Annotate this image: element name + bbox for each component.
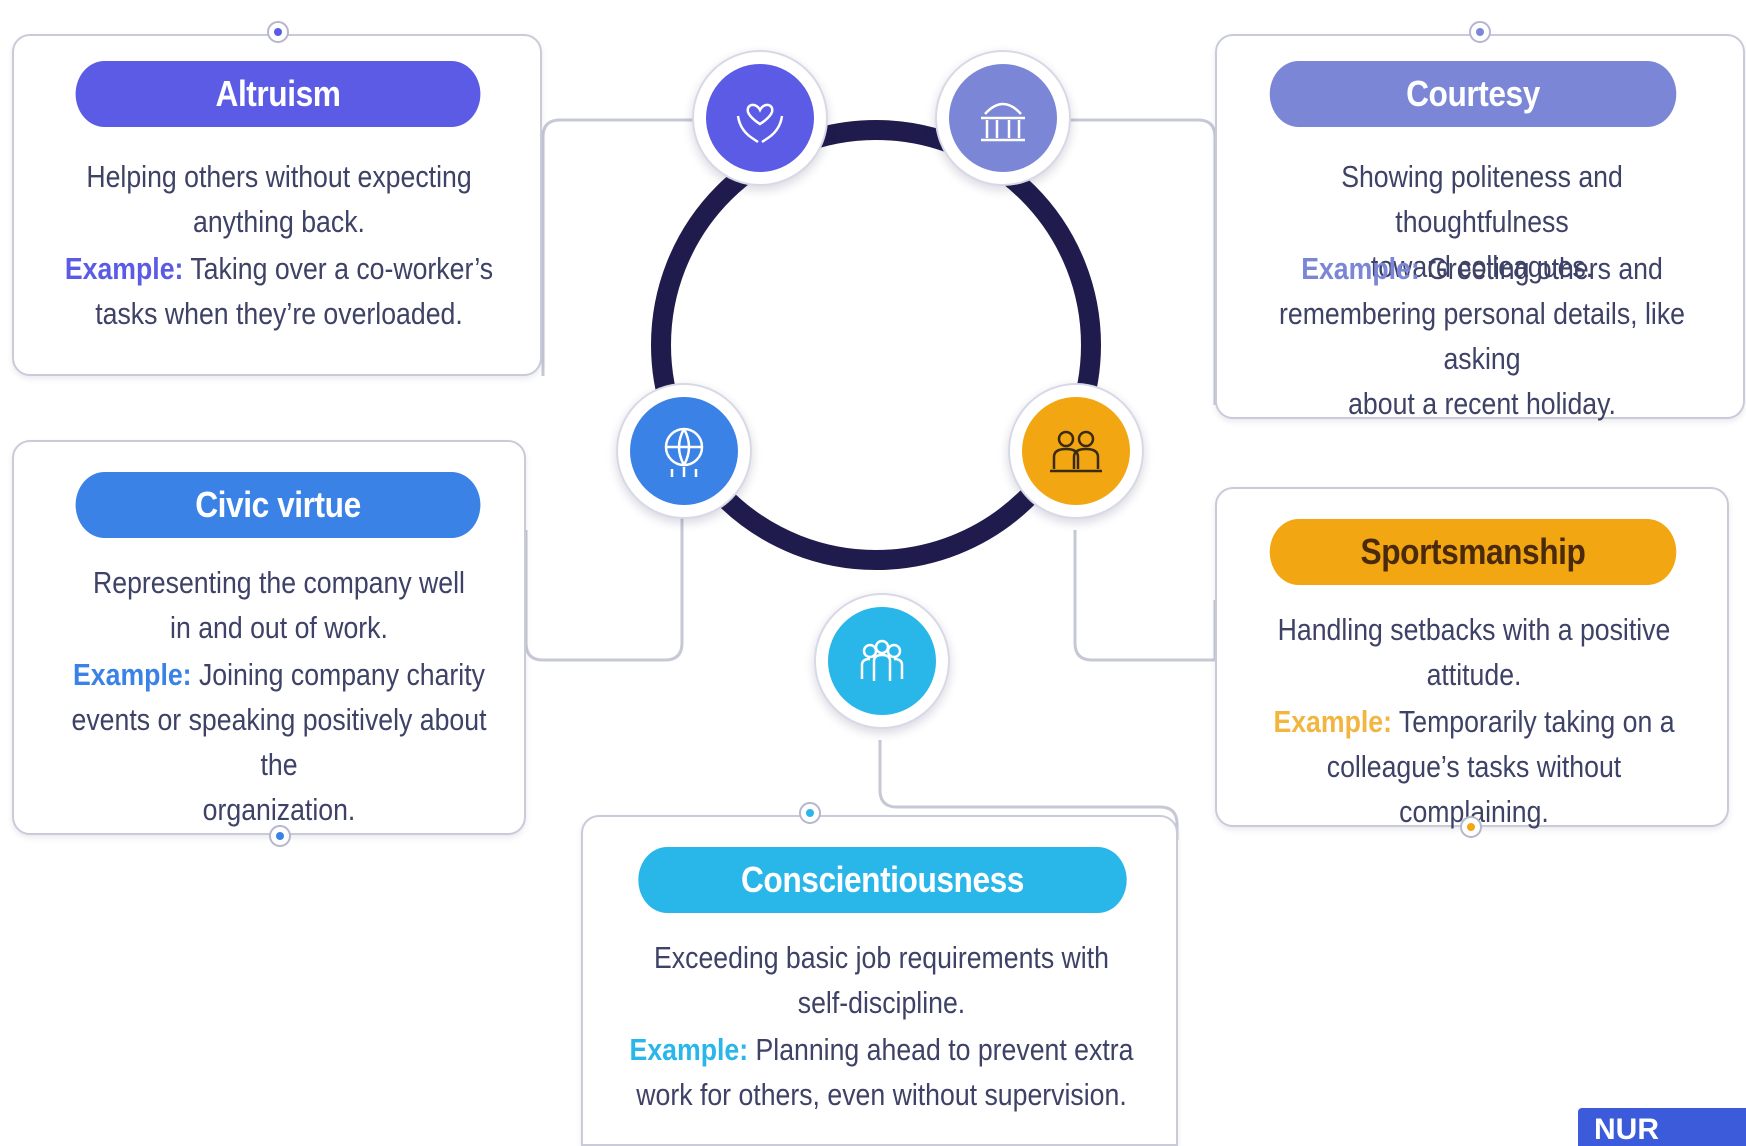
connector-altruism	[541, 118, 703, 376]
civic-virtue-example: Example: Joining company charity events …	[51, 652, 507, 832]
handshake-people-icon	[949, 64, 1057, 172]
altruism-title: Altruism	[75, 61, 481, 127]
altruism-description: Helping others without expecting anythin…	[51, 154, 507, 244]
courtesy-anchor-dot	[1469, 21, 1491, 43]
group-people-icon	[828, 607, 936, 715]
conscientiousness-example: Example: Planning ahead to prevent extra…	[625, 1027, 1138, 1117]
sportsmanship-desc-line-1: Handling setbacks with a positive	[1277, 612, 1671, 647]
courtesy-title: Courtesy	[1269, 61, 1677, 127]
conscientiousness-example-line-2: work for others, even without supervisio…	[636, 1077, 1127, 1112]
civic-virtue-desc-line-1: Representing the company well	[93, 565, 465, 600]
civic-virtue-example-line-2: events or speaking positively about the	[71, 702, 487, 782]
civic-virtue-anchor-dot	[269, 825, 291, 847]
courtesy-example: Example: Greeting others and remembering…	[1254, 246, 1710, 426]
connector-civic	[524, 510, 684, 662]
courtesy-example-line-3: about a recent holiday.	[1348, 386, 1616, 421]
courtesy-card: Courtesy Showing politeness and thoughtf…	[1215, 34, 1745, 421]
courtesy-example-line-2: remembering personal details, like askin…	[1278, 296, 1686, 376]
connector-sportsmanship	[1073, 530, 1217, 662]
civic-virtue-desc-line-2: in and out of work.	[170, 610, 388, 645]
civic-virtue-card: Civic virtue Representing the company we…	[12, 440, 526, 835]
conscientiousness-desc-line-2: self-discipline.	[797, 985, 966, 1020]
courtesy-example-line-1: Greeting others and	[1419, 251, 1663, 286]
civic-virtue-example-label: Example:	[73, 657, 192, 692]
conscientiousness-title: Conscientiousness	[638, 847, 1127, 913]
conscientiousness-card: Conscientiousness Exceeding basic job re…	[581, 815, 1178, 1146]
civic-virtue-description: Representing the company well in and out…	[51, 560, 507, 650]
sportsmanship-desc-line-2: attitude.	[1426, 657, 1522, 692]
civic-virtue-node	[616, 383, 752, 519]
conscientiousness-desc-line-1: Exceeding basic job requirements with	[654, 940, 1109, 975]
altruism-example: Example: Taking over a co-worker’s tasks…	[51, 246, 507, 336]
conscientiousness-node	[814, 593, 950, 729]
courtesy-desc-line-1: Showing politeness and thoughtfulness	[1341, 159, 1623, 239]
sportsmanship-title: Sportsmanship	[1269, 519, 1677, 585]
altruism-anchor-dot	[267, 21, 289, 43]
conscientiousness-example-label: Example:	[629, 1032, 749, 1067]
altruism-example-label: Example:	[64, 251, 184, 286]
altruism-desc-line-2: anything back.	[193, 204, 365, 239]
courtesy-example-label: Example:	[1301, 251, 1420, 286]
sportsmanship-node	[1008, 383, 1144, 519]
sportsmanship-example: Example: Temporarily taking on a colleag…	[1253, 699, 1695, 834]
conscientiousness-example-line-1: Planning ahead to prevent extra	[748, 1032, 1134, 1067]
conscientiousness-description: Exceeding basic job requirements with se…	[625, 935, 1138, 1025]
courtesy-node	[935, 50, 1071, 186]
civic-virtue-example-line-3: organization.	[202, 792, 356, 827]
courtesy-description: Showing politeness and thoughtfulness to…	[1254, 154, 1710, 289]
civic-virtue-title: Civic virtue	[75, 472, 481, 538]
altruism-card: Altruism Helping others without expectin…	[12, 34, 542, 376]
altruism-desc-line-1: Helping others without expecting	[86, 159, 472, 194]
altruism-example-line-2: tasks when they’re overloaded.	[95, 296, 463, 331]
civic-virtue-example-line-1: Joining company charity	[191, 657, 485, 692]
sportsmanship-description: Handling setbacks with a positive attitu…	[1253, 607, 1695, 697]
conscientiousness-anchor-dot	[799, 802, 821, 824]
connector-courtesy	[1045, 118, 1217, 405]
courtesy-desc-line-2: toward colleagues.	[1370, 249, 1594, 284]
globe-people-icon	[630, 397, 738, 505]
heart-in-hands-icon	[706, 64, 814, 172]
sportsmanship-anchor-dot	[1460, 816, 1482, 838]
altruism-node	[692, 50, 828, 186]
ring	[651, 120, 1101, 570]
sportsmanship-card: Sportsmanship Handling setbacks with a p…	[1215, 487, 1729, 829]
team-people-icon	[1022, 397, 1130, 505]
connector-conscientiousness	[878, 740, 1179, 840]
sportsmanship-example-label: Example:	[1273, 704, 1392, 739]
altruism-example-line-1: Taking over a co-worker’s	[183, 251, 494, 286]
brand-logo: NUR	[1578, 1108, 1746, 1146]
sportsmanship-example-line-1: Temporarily taking on a	[1391, 704, 1675, 739]
